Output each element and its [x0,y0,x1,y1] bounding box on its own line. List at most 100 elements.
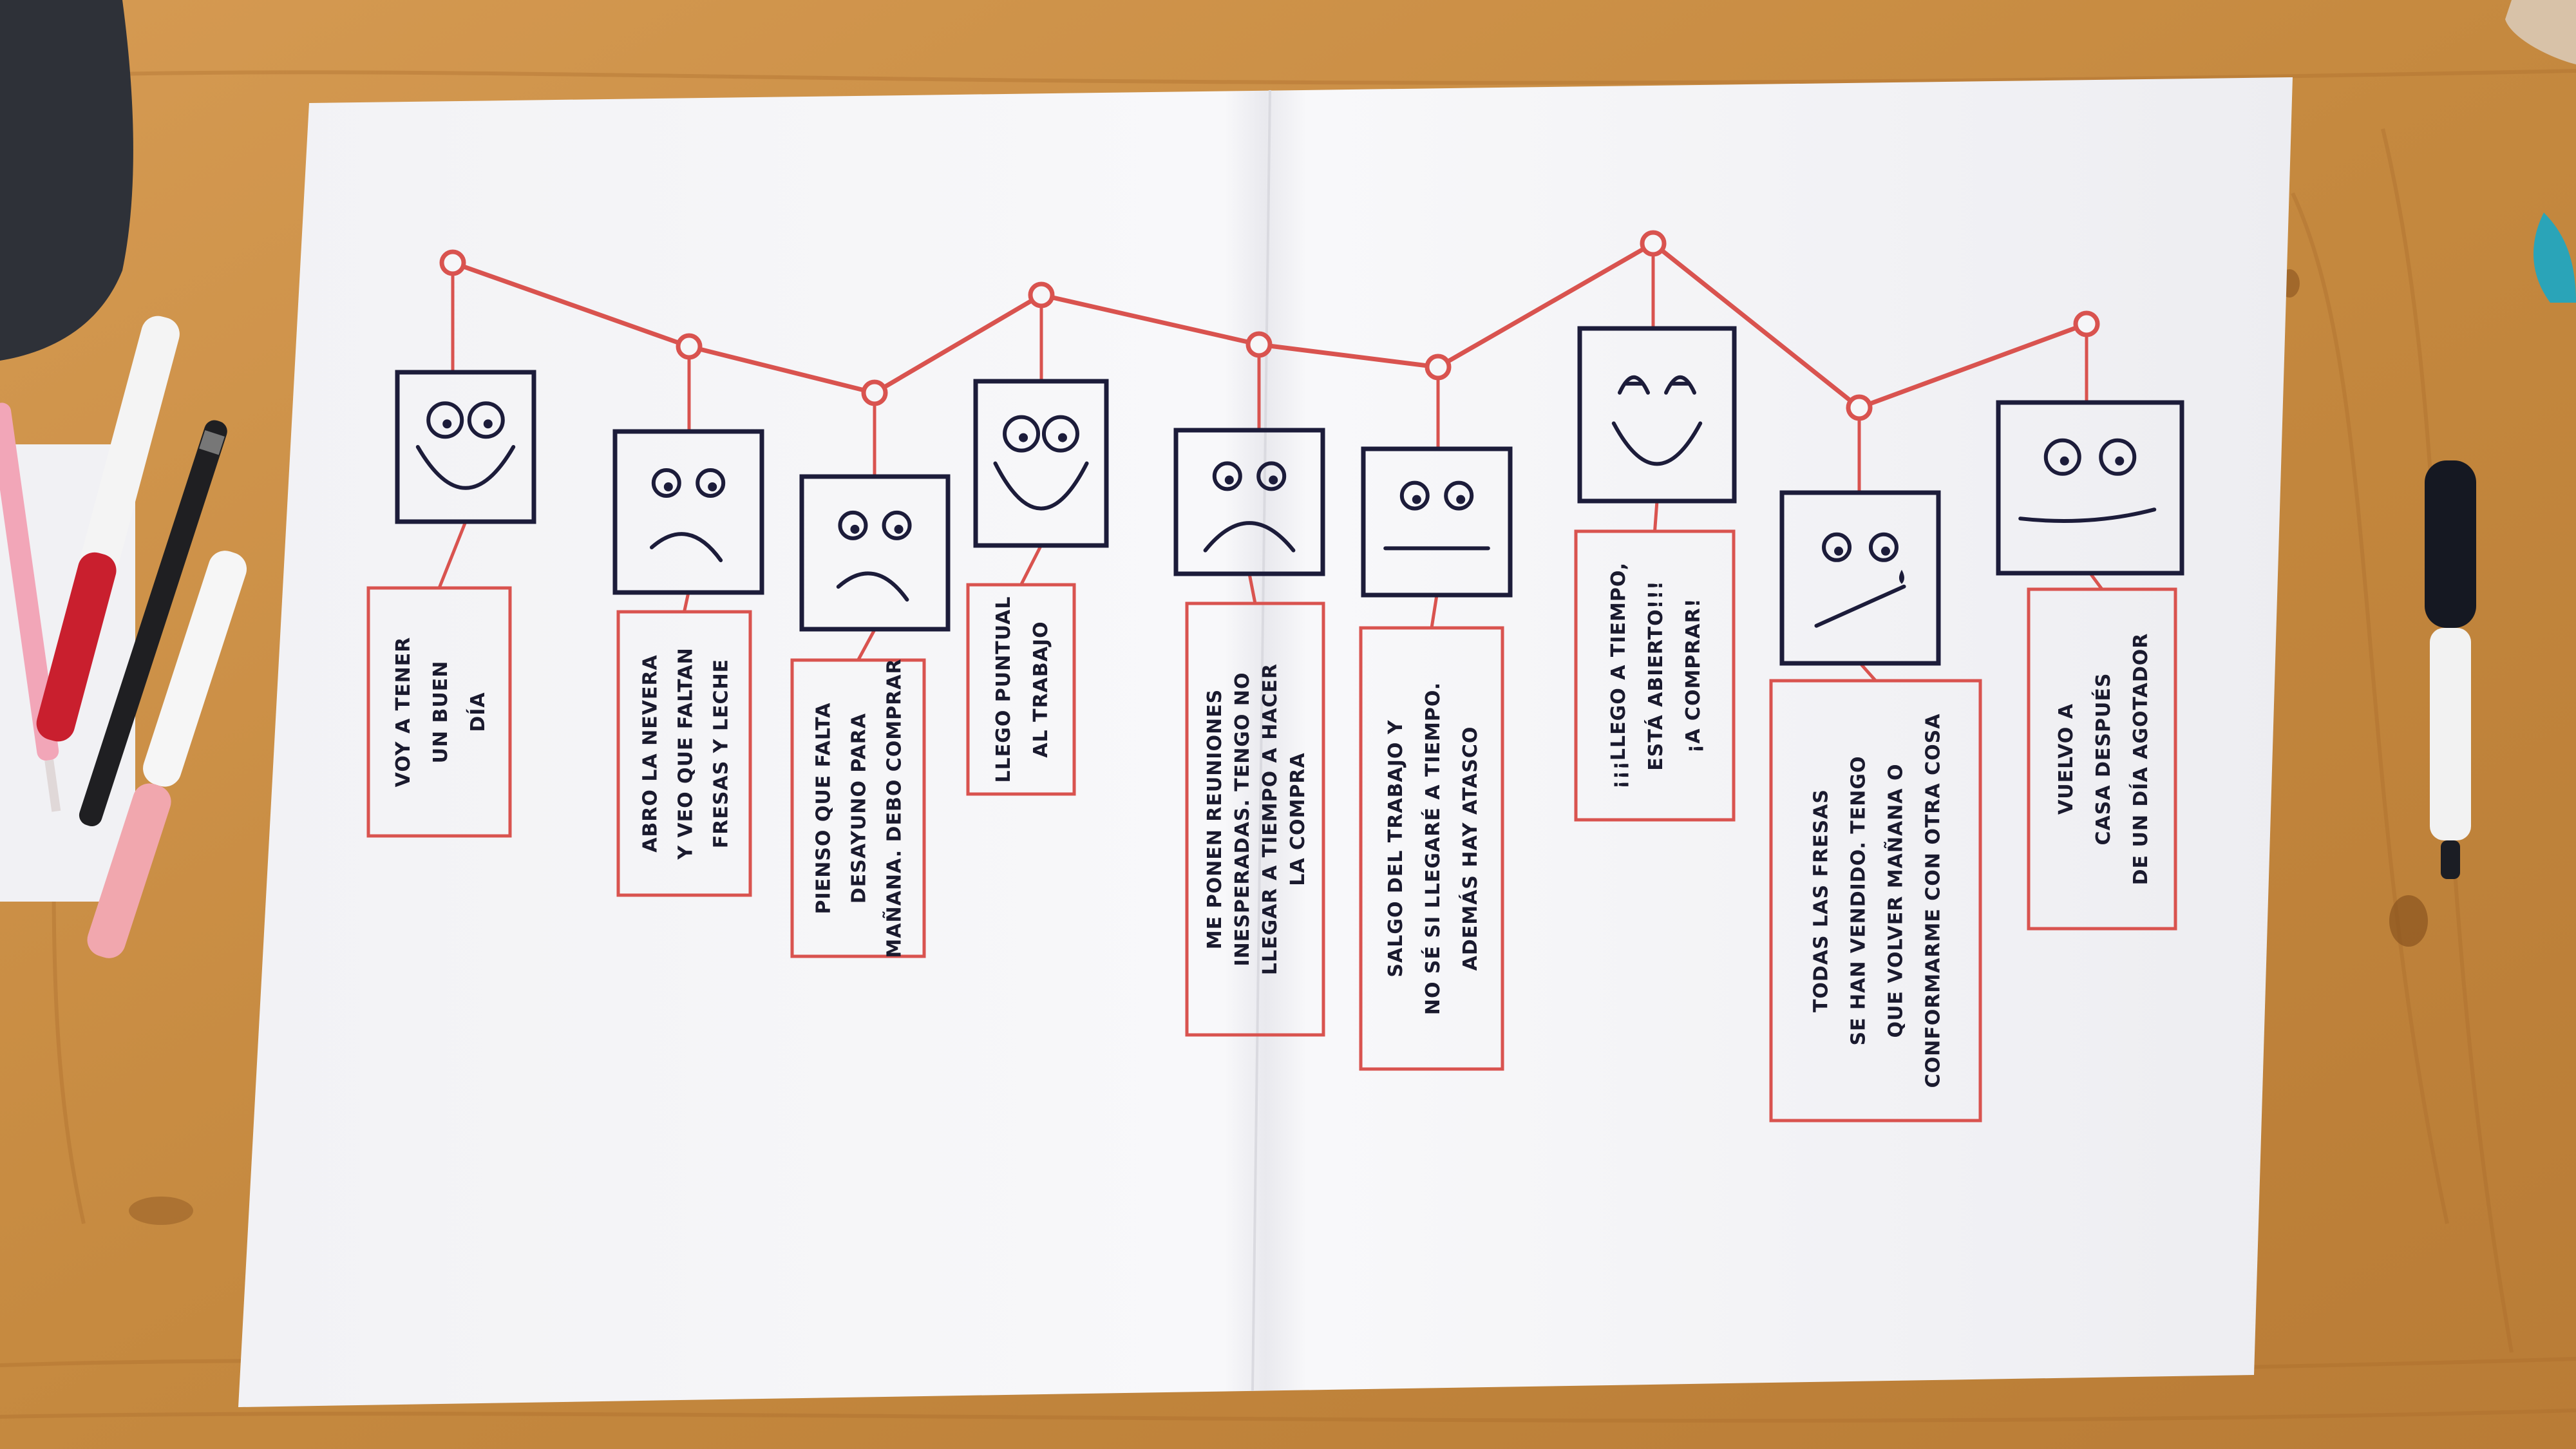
emotion-face-icon [799,474,951,632]
note-text: ¡A COMPRAR! [1682,598,1705,753]
eye-icon [1868,532,1899,562]
wood-knot [2389,895,2428,947]
wood-knot [129,1197,193,1225]
pupil-icon [442,419,452,429]
note-text: UN BUEN [430,661,452,764]
pupil-icon [1019,433,1028,442]
eye-icon [1212,461,1242,491]
connector-line [1859,662,1877,682]
eye-icon [2043,438,2081,476]
note-text: INESPERADAS. TENGO NO [1231,672,1254,967]
note-text: ABRO LA NEVERA [639,654,661,853]
eye-icon [838,510,868,540]
pupil-icon [894,524,904,534]
tear-icon [1899,569,1904,584]
journey-node [2073,310,2100,337]
journey-node [1640,230,1667,257]
note-box [1185,601,1325,1037]
pupil-icon [1269,475,1278,485]
face-frame [1779,490,1941,666]
connector-line [1247,573,1257,604]
emotion-face-icon [1779,490,1941,666]
note-text: VUELVO A [2055,703,2078,815]
note-box [1574,529,1736,822]
note-text: ¡¡¡LLEGO A TIEMPO, [1607,562,1630,789]
note-text: TODAS LAS FRESAS [1810,789,1832,1012]
note-box [790,658,926,958]
face-frame [612,429,764,595]
cloth-object [2505,0,2576,64]
face-frame [799,474,951,632]
connector-line [437,521,468,589]
emotion-face-icon [1996,400,2184,576]
note-text: MAÑANA. DEBO COMPRAR [882,658,905,958]
journey-node [861,379,888,406]
pupil-icon [2060,456,2069,466]
pupil-icon [850,524,860,534]
pupil-icon [1224,475,1234,485]
note-text: NO SÉ SI LLEGARÉ A TIEMPO. [1421,682,1444,1015]
journey-step: VUELVO A CASA DESPUÉS DE UN DÍA AGOTADOR [1996,310,2184,931]
note-text-group: ABRO LA NEVERA Y VEO QUE FALTAN FRESAS Y L… [639,647,732,860]
eye-icon [696,468,726,498]
mouth-icon [836,571,909,602]
pens-left [0,316,247,958]
mouth-icon [1814,584,1906,628]
journey-node [439,249,466,276]
connector-line [1430,594,1439,629]
note-text: SE HAN VENDIDO. TENGO [1847,755,1870,1045]
pupil-icon [1880,546,1890,556]
pupil-icon [708,482,717,491]
note-box [366,586,512,838]
note-text: PIENSO QUE FALTA [812,703,835,914]
eye-icon [651,468,681,498]
eye-icon [2099,438,2137,476]
pupil-icon [1456,495,1466,504]
emotion-face-icon [1361,446,1513,598]
journey-node [1846,394,1873,421]
emotion-face-icon [973,379,1109,548]
emotion-face-icon [1577,326,1737,504]
connector-line [2088,572,2104,591]
journey-node [1028,281,1055,308]
eye-icon [1003,415,1041,453]
mouth-icon [650,532,723,562]
connector-line [1653,500,1659,532]
note-text: AL TRABAJO [1030,621,1052,757]
paper-fold [1251,90,1271,1392]
note-box [966,583,1076,796]
note-text: Y VEO QUE FALTAN [674,647,697,860]
note-text: CASA DESPUÉS [2092,673,2115,846]
paper-sheet [238,77,2293,1407]
note-text: QUE VOLVER MAÑANA O [1883,764,1907,1038]
connector-line [1019,544,1043,586]
note-text: DE UN DÍA AGOTADOR [2129,633,2152,886]
pupil-icon [2115,456,2125,466]
face-frame [973,379,1109,548]
note-text-group: ¡¡¡LLEGO A TIEMPO,ESTÁ ABIERTO!!!¡A COMP… [1607,562,1705,789]
mouth-icon [415,445,516,490]
eye-icon [1041,415,1079,453]
emotion-face-icon [612,429,764,595]
connector-line [857,628,876,661]
eye-icon [882,510,912,540]
eye-icon [467,401,505,439]
note-box [1359,626,1504,1071]
teal-object [2533,213,2576,303]
eye-icon [1256,461,1287,491]
note-box [1769,679,1982,1122]
pupil-icon [1057,433,1067,442]
note-text: FRESAS Y LECHE [710,659,732,848]
journey-node [1245,331,1273,358]
marker-right [2425,460,2476,879]
note-box [616,610,752,897]
eye-icon [1618,375,1650,395]
mouth-icon [2018,507,2157,523]
note-text: CONFORMARME CON OTRA COSA [1922,714,1944,1088]
note-text: LA COMPRA [1287,752,1309,886]
